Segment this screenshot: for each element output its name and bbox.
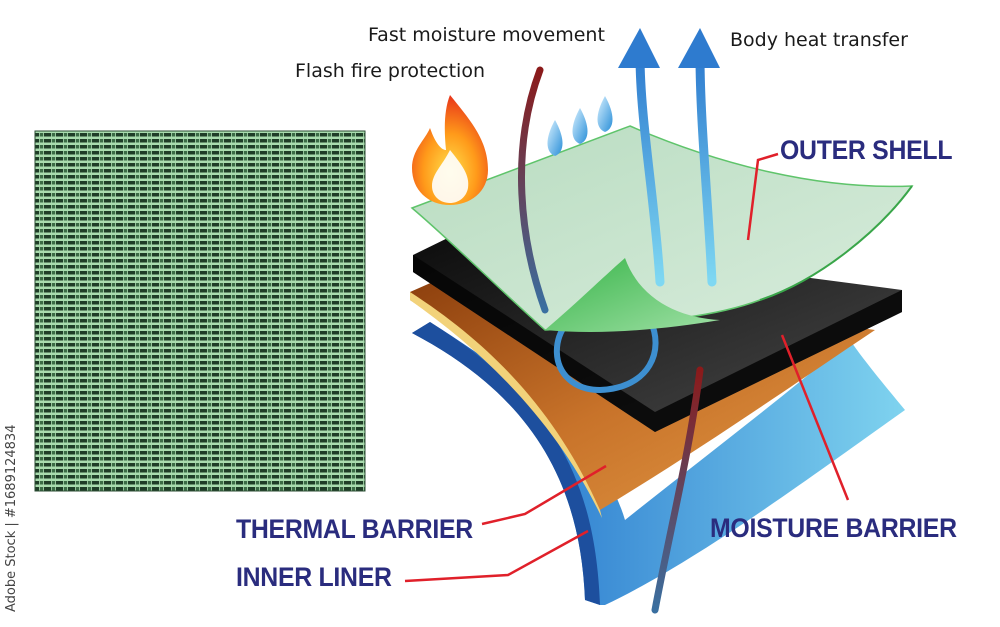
flash-fire-caption: Flash fire protection [295, 60, 485, 82]
up-arrow-icon [618, 28, 665, 287]
thermal-barrier-label: THERMAL BARRIER [236, 514, 473, 544]
inner-liner-leader [404, 529, 589, 583]
leader-lines [404, 152, 850, 583]
body-heat-caption: Body heat transfer [730, 29, 908, 51]
fire-icon [412, 95, 488, 205]
outer-shell-leader [746, 152, 779, 241]
outer-shell-label: OUTER SHELL [780, 135, 953, 165]
inner-liner-label: INNER LINER [236, 562, 392, 592]
moisture-barrier-leader [780, 334, 850, 501]
water-drop-icon [547, 96, 613, 156]
stock-watermark: Adobe Stock | #168912483​4 [4, 424, 19, 612]
fabric-swatch [34, 130, 366, 492]
moisture-barrier-label: MOISTURE BARRIER [710, 513, 957, 543]
thermal-barrier-leader [481, 464, 607, 526]
fast-moisture-caption: Fast moisture movement [368, 24, 605, 46]
heat-transfer-line [518, 66, 549, 314]
up-arrow-icon [678, 28, 720, 287]
